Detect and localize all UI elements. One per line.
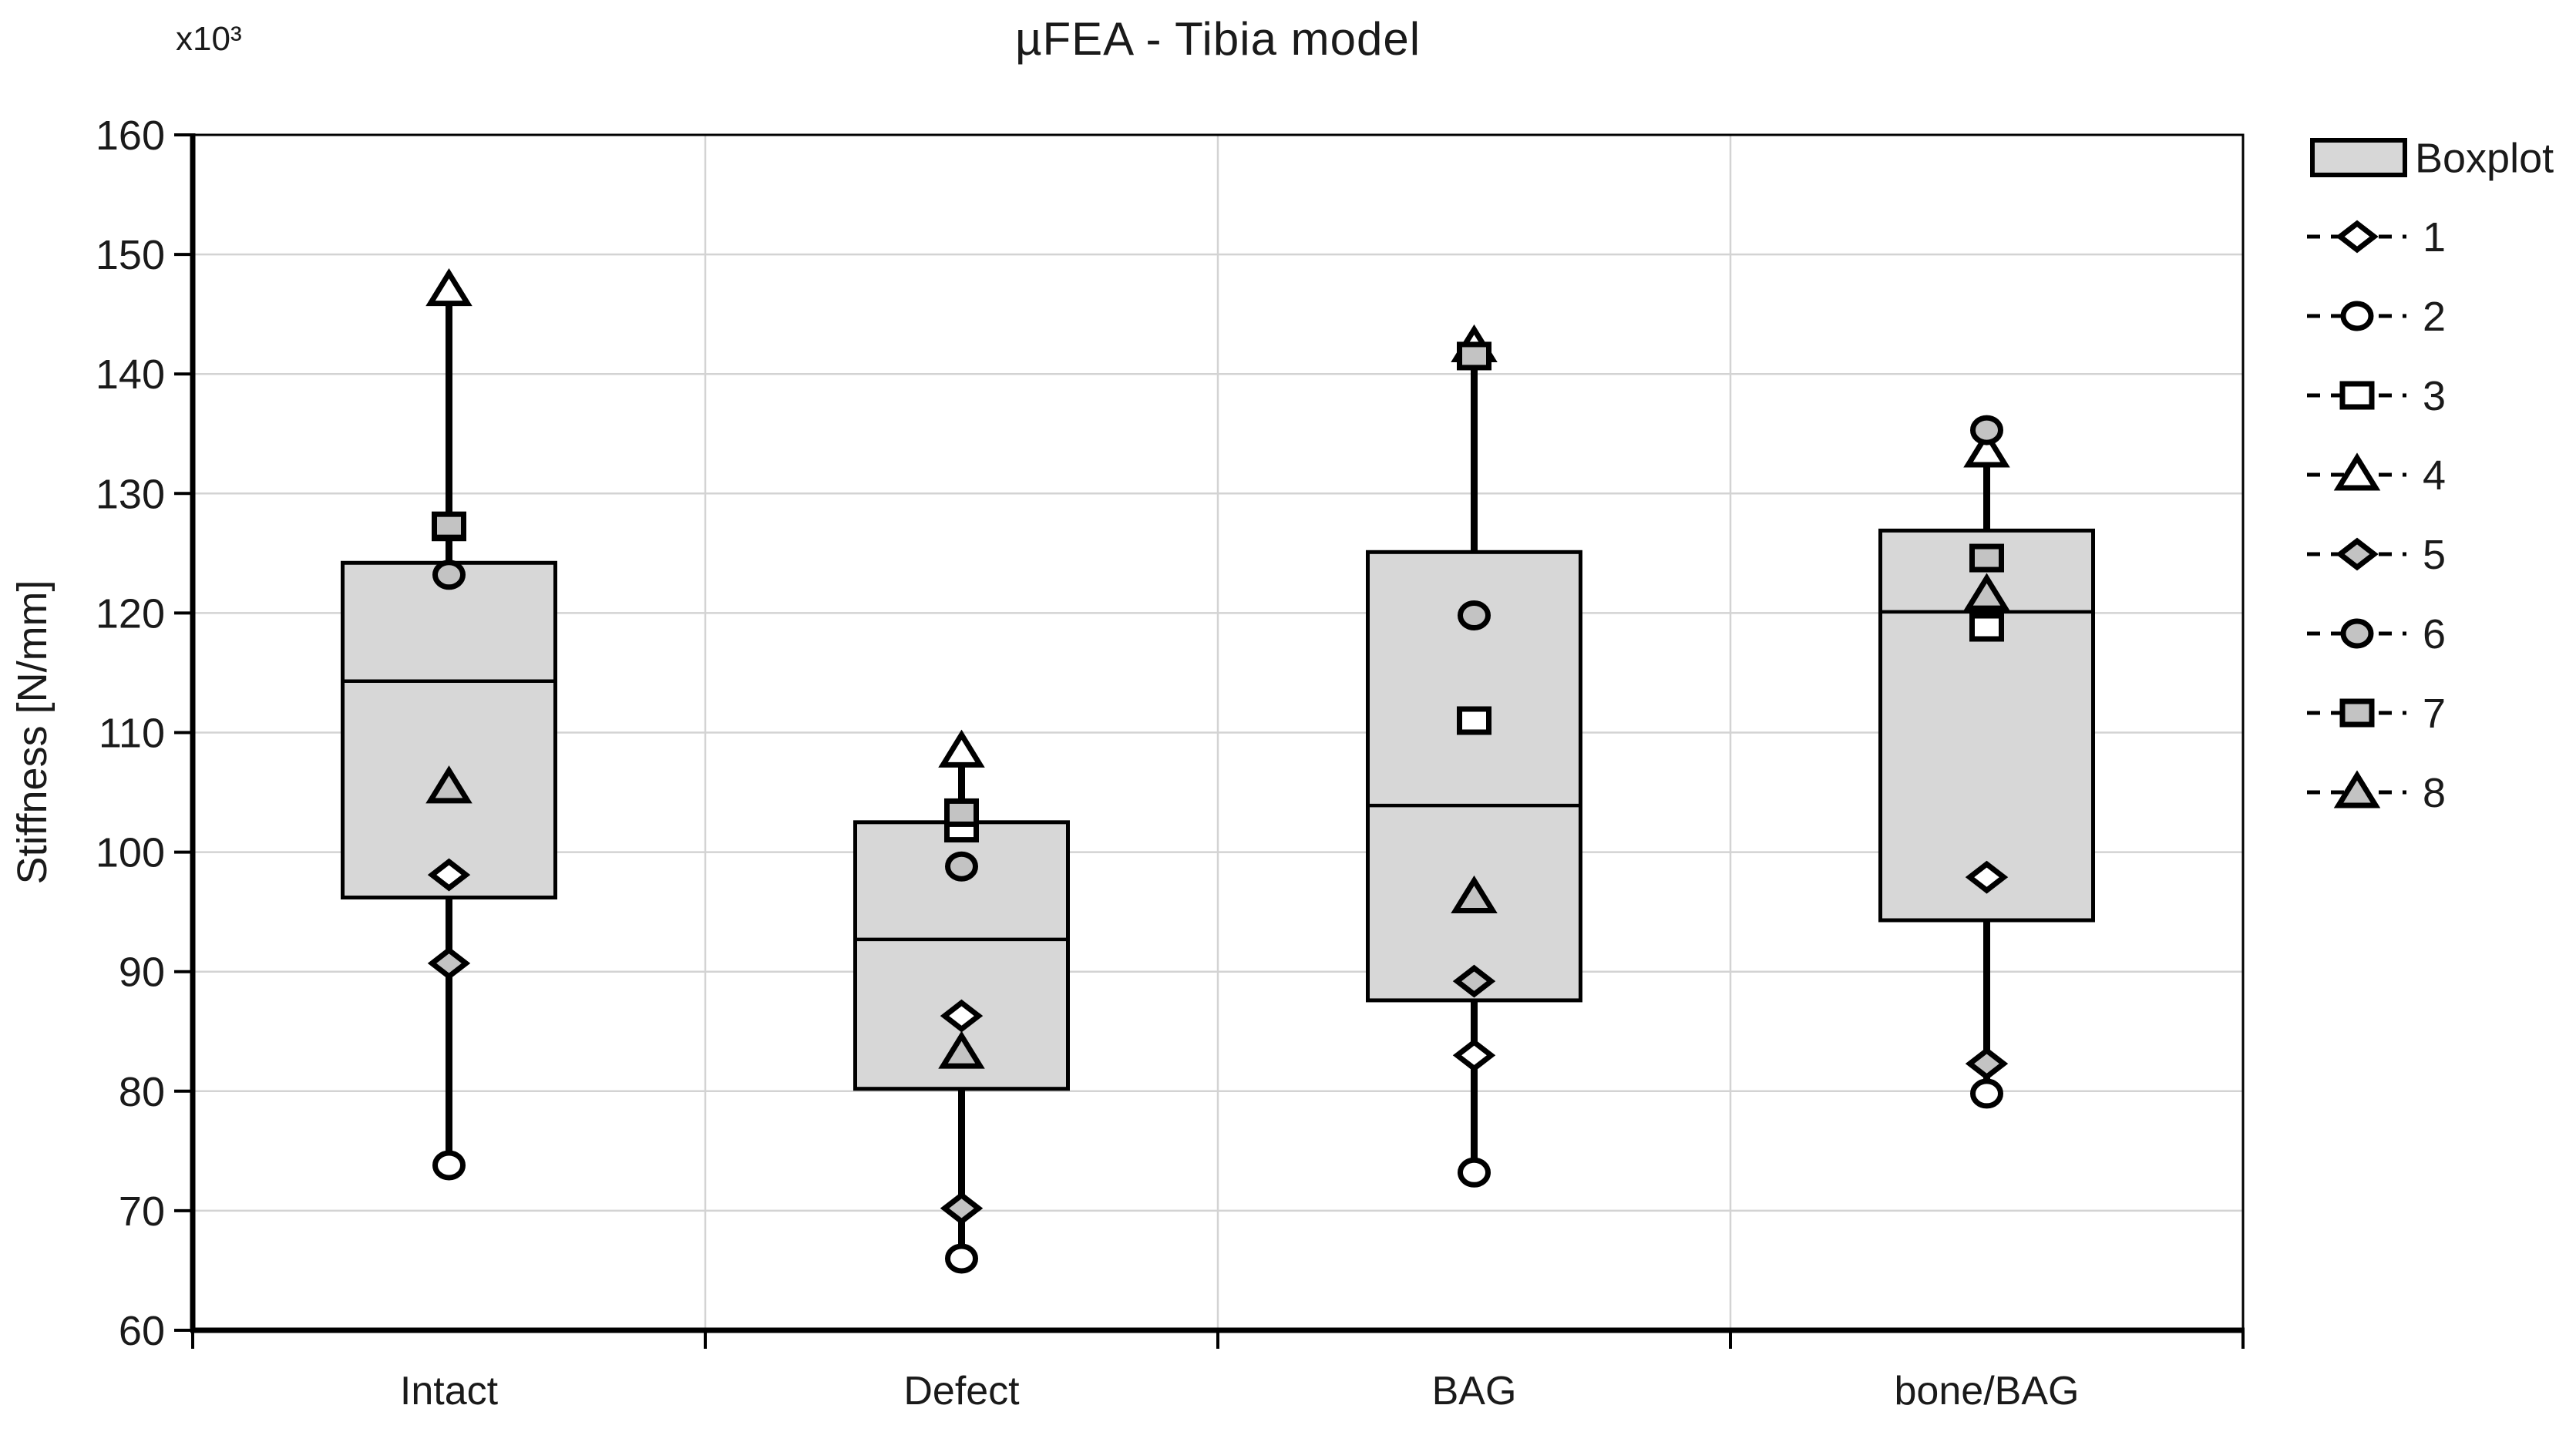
y-tick-label-120: 120 [96,590,165,637]
marker-specimen-2-intact [432,1150,466,1181]
legend-label-2: 2 [2423,294,2446,340]
marker-specimen-6-bone-bag [1970,415,2003,445]
legend-marker-6 [2340,618,2374,649]
chart-title: µFEA - Tibia model [1014,13,1421,65]
marker-specimen-2-bag [1458,1157,1491,1188]
marker-specimen-5-defect [940,1192,984,1225]
marker-specimen-6-defect [945,851,978,882]
marker-specimen-4-defect [938,729,985,768]
legend-marker-8 [2333,770,2381,808]
y-tick-label-130: 130 [96,471,165,517]
legend-marker-4 [2333,452,2381,491]
legend-marker-7 [2339,698,2375,728]
y-axis-title: Stiffness [N/mm] [9,580,55,885]
legend-label-4: 4 [2423,452,2446,499]
marker-specimen-5-intact [427,946,471,980]
marker-specimen-7-intact [432,511,466,540]
legend-marker-2 [2340,301,2374,331]
marker-specimen-7-defect [944,798,979,827]
y-tick-label-110: 110 [99,711,165,757]
marker-specimen-6-intact [432,560,466,590]
y-tick-label-80: 80 [119,1069,165,1115]
legend-label-6: 6 [2423,611,2446,657]
y-axis-multiplier-label: x10³ [176,20,242,58]
y-tick-label-70: 70 [119,1188,165,1235]
marker-specimen-8-bag [1451,875,1498,914]
marker-specimen-2-bone-bag [1970,1078,2003,1109]
y-tick-label-140: 140 [96,351,165,398]
marker-specimen-8-bone-bag [1963,573,2010,611]
legend-label-7: 7 [2423,691,2446,737]
marker-specimen-4-bone-bag [1963,429,2010,468]
marker-specimen-2-defect [945,1243,978,1274]
y-tick-label-150: 150 [96,232,165,278]
marker-specimen-4-intact [425,267,472,307]
legend-label-8: 8 [2423,770,2446,816]
marker-specimen-6-bag [1458,600,1491,631]
marker-specimen-1-defect [940,999,984,1033]
marker-specimen-1-bone-bag [1965,860,2009,894]
marker-specimen-5-bag [1452,964,1496,998]
marker-specimen-8-defect [938,1030,985,1069]
marker-specimen-1-intact [427,858,471,892]
legend-label-5: 5 [2423,532,2446,578]
marker-specimen-3-bone-bag [1969,613,2004,642]
marker-specimen-7-bag [1457,341,1491,371]
y-tick-label-100: 100 [96,830,165,876]
box-0 [341,560,557,900]
y-tick-label-90: 90 [119,950,165,996]
y-tick-label-60: 60 [119,1308,165,1354]
marker-specimen-8-intact [425,765,472,804]
marker-specimen-3-bag [1457,706,1491,735]
legend-marker-3 [2339,381,2375,410]
legend-boxplot-label: Boxplot [2415,136,2554,182]
legend-boxplot-swatch [2310,138,2407,177]
category-label-bone-bag: bone/BAG [1895,1369,2080,1414]
marker-specimen-5-bone-bag [1965,1047,2009,1081]
marker-specimen-1-bag [1452,1038,1496,1072]
marker-specimen-7-bone-bag [1969,543,2004,573]
category-label-defect: Defect [903,1369,1020,1414]
legend-marker-1 [2336,220,2379,254]
legend-label-1: 1 [2423,214,2446,261]
y-tick-label-160: 160 [96,113,165,159]
category-label-bag: BAG [1432,1369,1517,1414]
legend-marker-5 [2336,537,2379,571]
legend-label-3: 3 [2423,373,2446,419]
category-label-intact: Intact [400,1369,499,1414]
